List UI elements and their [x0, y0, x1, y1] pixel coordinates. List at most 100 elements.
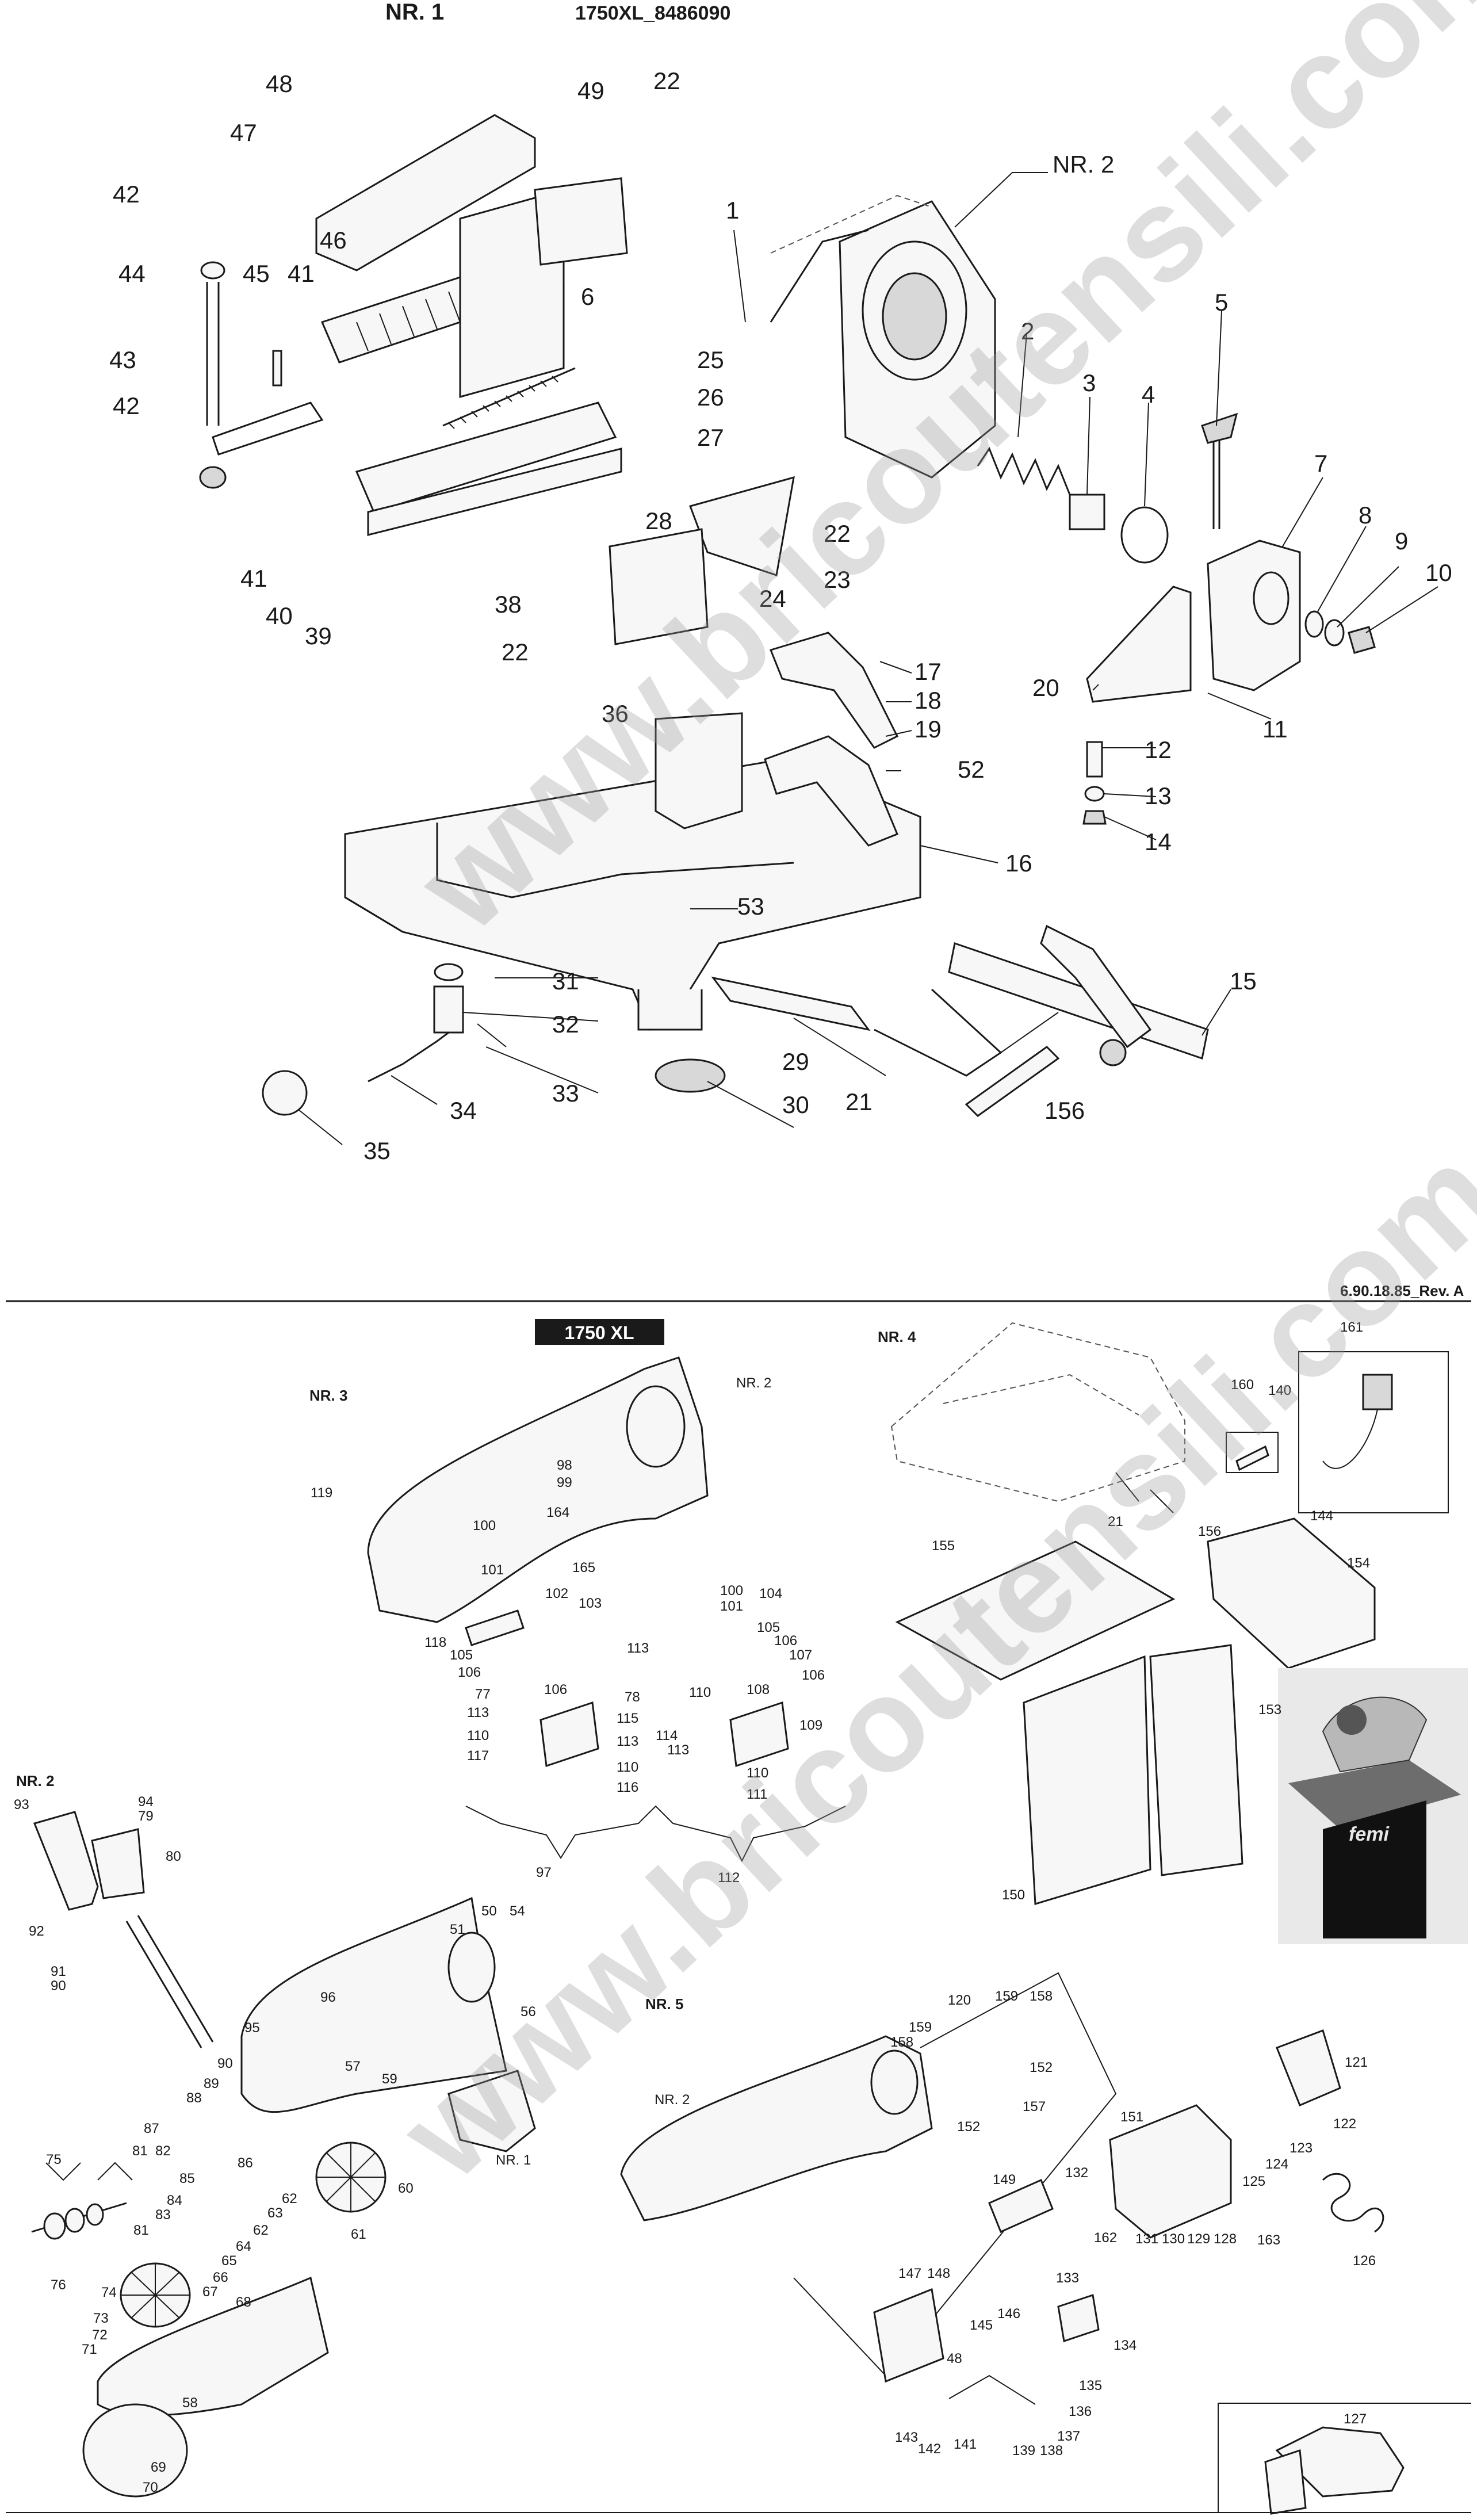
callout-106-a: 106 [458, 1665, 481, 1680]
callout-56: 56 [521, 2004, 536, 2020]
motor-151 [1109, 2104, 1232, 2239]
crank-34 [368, 1031, 449, 1083]
callout-54: 54 [510, 1903, 525, 1919]
callout-152-b: 152 [957, 2119, 980, 2135]
callout-139: 139 [1012, 2443, 1035, 2458]
callout-93: 93 [14, 1797, 29, 1812]
callout-91: 91 [51, 1964, 66, 1979]
callout-81-a: 81 [132, 2143, 148, 2159]
callout-82: 82 [155, 2143, 171, 2159]
callout-50: 50 [481, 1903, 497, 1919]
callout-121: 121 [1345, 2055, 1368, 2070]
callout-58: 57 [345, 2059, 361, 2074]
plate-24 [609, 528, 709, 645]
callout-95: 95 [244, 2020, 260, 2036]
spacer-12 [1086, 741, 1103, 778]
callout-113-c: 113 [627, 1641, 649, 1656]
photo-brand-text: femi [1349, 1823, 1390, 1845]
callout-42-a: 42 [113, 181, 140, 208]
cover-79 [91, 1828, 145, 1899]
callout-112: 112 [718, 1870, 740, 1886]
callout-45: 45 [243, 260, 270, 287]
callout-60: 61 [351, 2227, 366, 2242]
callout-117: 117 [467, 1748, 489, 1764]
callout-96: 96 [320, 1990, 336, 2005]
callout-120: 120 [948, 1993, 971, 2008]
callout-76: 76 [51, 2277, 66, 2293]
callout-33: 33 [552, 1080, 579, 1107]
stand-panel-150 [1023, 1655, 1151, 1905]
callout-145: 145 [970, 2318, 993, 2333]
callout-7: 7 [1314, 450, 1327, 477]
callout-129: 129 [1187, 2231, 1210, 2247]
callout-99: 99 [557, 1475, 572, 1490]
nr5-callouts: 120 159 158 159 158 152 157 152 121 122 … [890, 1989, 1376, 2458]
scale-base [764, 735, 898, 847]
model-badge [535, 1319, 664, 1345]
tray-155 [895, 1540, 1176, 1681]
plate-147 [873, 2288, 944, 2383]
nr1-exploded-view [199, 114, 1376, 1117]
nr2-callouts: 93 94 79 80 92 91 90 95 96 51 50 54 56 8… [14, 1794, 536, 2495]
callout-106-b: 106 [544, 1682, 567, 1697]
callout-68: 68 [236, 2295, 251, 2310]
callout-11: 11 [1262, 716, 1288, 743]
callout-97: 97 [536, 1865, 552, 1880]
callout-113-b: 113 [617, 1734, 638, 1749]
chip-tray-154 [1207, 1517, 1376, 1669]
callout-3: 3 [1082, 369, 1096, 396]
callout-39: 39 [305, 622, 332, 649]
bow-frame-96 [240, 1896, 507, 2113]
callout-25: 25 [697, 346, 724, 373]
callout-80: 80 [166, 1849, 181, 1864]
callout-138: 138 [1040, 2443, 1063, 2458]
callout-106-c: 106 [774, 1633, 797, 1649]
callout-109: 109 [799, 1718, 822, 1733]
callout-53: 53 [737, 893, 764, 920]
callout-130: 130 [1162, 2231, 1185, 2247]
nr3-exploded-view: NR. 3 NR. 2 [309, 1356, 846, 1863]
slide-rail [355, 401, 617, 513]
callout-155: 155 [932, 1538, 955, 1554]
nr2-exploded-view: NR. 2 [16, 1772, 536, 2498]
callout-123: 123 [1289, 2140, 1313, 2156]
callout-153: 153 [1258, 1702, 1281, 1718]
callout-124: 124 [1265, 2156, 1288, 2172]
handle-grip-15 [1040, 924, 1152, 1049]
section-title-nr5: NR. 5 [645, 1995, 683, 2013]
motor-127 [1275, 2426, 1405, 2498]
callout-148: 148 [927, 2266, 950, 2281]
callout-160: 160 [1231, 1377, 1254, 1393]
callout-75: 75 [46, 2152, 62, 2167]
section-title-nr1: NR. 1 [385, 0, 444, 25]
base-foot [655, 1058, 726, 1093]
callout-98: 98 [557, 1458, 572, 1473]
callout-122: 122 [1333, 2116, 1356, 2132]
callout-38: 38 [495, 591, 522, 618]
callout-78: 78 [625, 1689, 640, 1705]
callout-79: 79 [138, 1808, 154, 1824]
nr5-reference-nr2: NR. 2 [655, 2092, 690, 2108]
callout-110-d: 110 [747, 1765, 768, 1781]
cover-lower [82, 2403, 188, 2498]
lever-5 [1201, 412, 1238, 444]
callout-108: 108 [747, 1682, 770, 1697]
callout-67: 67 [202, 2284, 218, 2300]
callout-133: 133 [1056, 2270, 1079, 2286]
callout-26: 26 [697, 384, 724, 411]
callout-116: 116 [617, 1780, 638, 1795]
callout-44: 44 [118, 260, 146, 287]
callout-101-b: 101 [720, 1599, 743, 1614]
callout-144: 144 [1310, 1508, 1333, 1524]
nr2-reference-nr1: NR. 1 [496, 2152, 531, 2168]
callout-87: 87 [144, 2121, 159, 2136]
callout-51: 51 [450, 1922, 465, 1937]
nr1-callouts: 1 2 3 4 5 6 7 8 9 10 11 12 13 14 15 16 1… [109, 67, 1452, 1164]
callout-94: 94 [138, 1794, 154, 1810]
bracket-plate [459, 189, 565, 398]
pin-45 [272, 350, 282, 387]
callout-8: 8 [1359, 502, 1372, 529]
callout-151: 151 [1120, 2109, 1143, 2125]
callout-28: 28 [645, 507, 672, 534]
callout-103: 103 [579, 1596, 602, 1611]
